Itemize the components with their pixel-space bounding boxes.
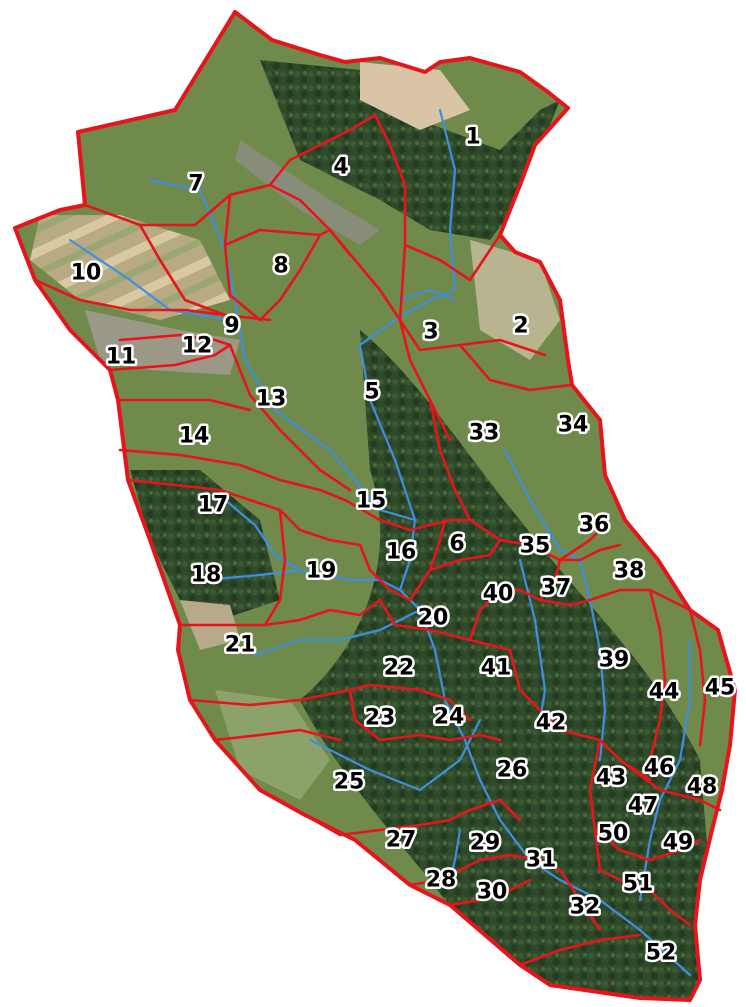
subbasin-label-39: 39 [599,648,630,673]
tributary-stream [578,558,607,762]
subbasin-label-31: 31 [526,848,557,873]
subbasin-label-24: 24 [434,705,465,730]
subbasin-label-13: 13 [256,387,287,412]
subbasin-label-18: 18 [191,563,222,588]
subbasin-label-22: 22 [384,656,415,681]
subbasin-label-49: 49 [663,831,694,856]
field-area [215,690,330,800]
subbasin-label-7: 7 [188,172,203,197]
subbasin-label-9: 9 [224,314,239,339]
field-area [360,62,470,130]
subbasin-label-51: 51 [623,872,654,897]
tributary-stream [503,448,582,562]
subbasin-label-48: 48 [687,775,718,800]
subbasin-label-34: 34 [558,413,589,438]
subbasin-label-19: 19 [306,559,337,584]
subbasin-label-43: 43 [596,766,627,791]
subbasin-label-42: 42 [536,711,567,736]
subbasin-label-45: 45 [705,676,736,701]
subbasin-label-14: 14 [179,424,210,449]
subbasin-label-12: 12 [182,334,213,359]
tributary-stream [68,238,232,322]
subbasin-label-11: 11 [106,345,137,370]
subbasin-label-46: 46 [644,756,675,781]
tributary-stream [518,558,547,722]
subbasin-label-33: 33 [469,421,500,446]
subbasin-label-8: 8 [273,254,288,279]
subbasin-label-20: 20 [418,606,449,631]
subbasin-label-27: 27 [386,828,417,853]
subbasin-label-6: 6 [449,532,464,557]
subbasin-label-4: 4 [333,155,348,180]
village-area [235,140,380,245]
field-area [470,240,560,360]
tributary-stream [638,638,692,902]
tributary-stream [398,288,457,302]
subbasin-label-1: 1 [465,125,480,150]
subbasin-label-40: 40 [483,582,514,607]
subbasin-label-35: 35 [520,534,551,559]
forest-area [260,60,560,240]
subbasin-label-3: 3 [423,320,438,345]
subbasin-label-37: 37 [541,576,572,601]
subbasin-label-47: 47 [628,794,659,819]
tributary-stream [148,178,417,522]
subbasin-label-26: 26 [497,758,528,783]
subbasin-label-52: 52 [646,941,677,966]
subbasin-label-44: 44 [649,680,680,705]
subbasin-label-30: 30 [477,880,508,905]
subbasin-label-23: 23 [365,706,396,731]
catchment-outline [13,10,737,1002]
subbasin-label-16: 16 [386,540,417,565]
tributary-stream [308,718,482,792]
subbasin-label-38: 38 [614,559,645,584]
subbasin-boundaries [33,113,722,967]
tributary-stream [203,568,302,582]
subbasin-label-25: 25 [334,770,365,795]
subbasin-label-15: 15 [356,489,387,514]
subbasin-label-29: 29 [470,831,501,856]
subbasin-label-28: 28 [426,868,457,893]
subbasin-label-36: 36 [579,513,610,538]
subbasin-label-17: 17 [198,493,229,518]
subbasin-label-2: 2 [513,314,528,339]
forest-area [130,470,280,620]
subbasin-label-50: 50 [598,822,629,847]
forest-area [300,330,720,1000]
subbasin-label-21: 21 [225,633,256,658]
subbasin-label-32: 32 [570,895,601,920]
subbasin-label-5: 5 [364,380,379,405]
subbasin-label-41: 41 [481,656,512,681]
subbasin-label-10: 10 [71,261,102,286]
